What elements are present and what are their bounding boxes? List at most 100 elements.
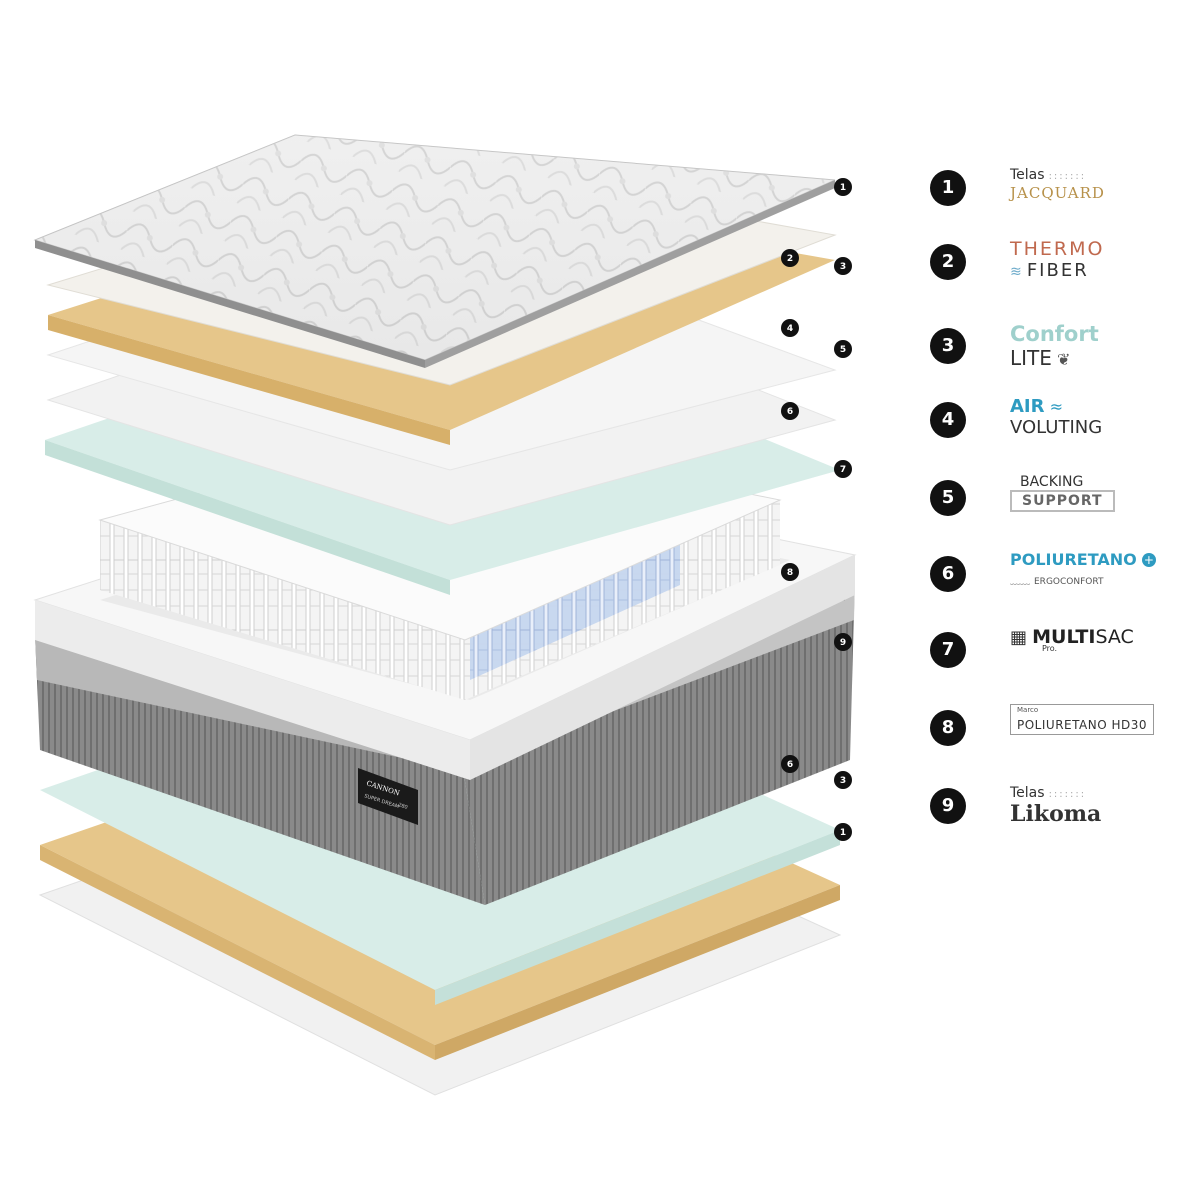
legend-7-line2: Pro.	[1042, 644, 1058, 653]
layer-marker-dot	[781, 563, 799, 581]
marco-hd30-logo: Marco POLIURETANO HD30	[1010, 704, 1190, 735]
layer-marker-label: 3	[840, 776, 846, 786]
plus-circle-icon: +	[1141, 553, 1156, 567]
layer-marker-label: 8	[787, 568, 793, 578]
legend-item-2: 2 THERMO ≋ FIBER	[930, 238, 1190, 302]
jacquard-cover-edge	[35, 240, 425, 368]
layer-marker-12: 1	[834, 823, 852, 841]
legend-item-6: 6 POLIURETANO + ﹏﹏ ERGOCONFORT	[930, 550, 1190, 614]
layer-marker-label: 4	[787, 324, 793, 334]
feather-icon: ❦	[1057, 350, 1071, 369]
legend-5-line1: BACKING	[1020, 474, 1084, 490]
air-voluting-logo: AIR ≈ VOLUTING	[1010, 396, 1190, 438]
legend-number-5: 5	[930, 480, 966, 516]
layer-marker-dot	[834, 460, 852, 478]
cover-shine	[35, 135, 835, 360]
wind-icon: ≈	[1049, 397, 1063, 416]
confort-lite-logo: Confort LITE ❦	[1010, 322, 1190, 370]
layer-marker-5: 5	[834, 340, 852, 358]
thermo-fiber-logo: THERMO ≋ FIBER	[1010, 238, 1190, 281]
layer-marker-1: 1	[834, 178, 852, 196]
brand-label: CANNON SUPER DREAM 280	[358, 768, 418, 825]
layer-marker-2: 2	[781, 249, 799, 267]
legend-4-line2: VOLUTING	[1010, 417, 1103, 438]
layer-marker-9: 9	[834, 633, 852, 651]
legend-2-line2: FIBER	[1026, 260, 1089, 281]
legend-1-line2: JACQUARD	[1010, 184, 1105, 202]
heat-waves-icon: ≋	[1010, 264, 1022, 280]
legend-number-7: 7	[930, 632, 966, 668]
foam-frame-front	[35, 600, 470, 780]
layer-marker-label: 3	[840, 262, 846, 272]
layer-marker-label: 2	[787, 254, 793, 264]
layer-marker-dot	[834, 823, 852, 841]
legend-3-line2: LITE	[1010, 346, 1052, 370]
marco-box: Marco POLIURETANO HD30	[1010, 704, 1154, 735]
legend-number-9: 9	[930, 788, 966, 824]
legend-1-line1: Telas	[1010, 167, 1045, 183]
legend-item-1: 1 Telas::::::: JACQUARD	[930, 167, 1190, 228]
foam-wave-icon: ﹏﹏	[1010, 576, 1030, 587]
legend-number-2: 2	[930, 244, 966, 280]
legend-number-6: 6	[930, 556, 966, 592]
legend-6-line1: POLIURETANO	[1010, 550, 1137, 569]
legend-9-line1: Telas	[1010, 785, 1045, 801]
layer-marker-8: 8	[781, 563, 799, 581]
dotted-pattern-icon: :::::::	[1048, 171, 1087, 182]
legend-item-5: 5 BACKING SUPPORT	[930, 474, 1190, 538]
legend-3-line1: Confort	[1010, 322, 1099, 346]
layer-marker-label: 5	[840, 345, 846, 355]
legend-8-line2: POLIURETANO HD30	[1017, 718, 1147, 732]
legend-5-line2: SUPPORT	[1010, 490, 1115, 512]
layer-marker-dot	[781, 249, 799, 267]
legend-7-line1b: SAC	[1095, 626, 1134, 648]
telas-jacquard-logo: Telas::::::: JACQUARD	[1010, 164, 1190, 202]
dotted-pattern-icon-2: :::::::	[1048, 789, 1087, 800]
legend-number-3: 3	[930, 328, 966, 364]
legend-number-1: 1	[930, 170, 966, 206]
layer-marker-label: 9	[840, 638, 846, 648]
jacquard-cover-edge-right	[425, 180, 835, 368]
legend-item-3: 3 Confort LITE ❦	[930, 322, 1190, 386]
legend-2-line1: THERMO	[1010, 238, 1105, 260]
legend-8-line1: Marco	[1017, 706, 1039, 714]
legend-9-line2: Likoma	[1010, 801, 1102, 827]
layer-marker-6: 6	[781, 402, 799, 420]
layer-marker-dot	[781, 319, 799, 337]
poliuretano-logo: POLIURETANO + ﹏﹏ ERGOCONFORT	[1010, 550, 1190, 588]
bottom-mint-foam-front	[435, 830, 840, 1005]
layer-marker-dot	[834, 257, 852, 275]
legend-7-line1: MULTI	[1032, 626, 1096, 648]
legend-item-7: 7 ▦ MULTISAC Pro.	[930, 626, 1190, 690]
layer-marker-dot	[781, 755, 799, 773]
spring-coil-icon: ▦	[1010, 627, 1028, 648]
layer-marker-dot	[781, 402, 799, 420]
brand-label-size: 280	[397, 802, 408, 811]
multisac-logo: ▦ MULTISAC Pro.	[1010, 626, 1190, 653]
legend-item-4: 4 AIR ≈ VOLUTING	[930, 396, 1190, 460]
foam-frame-right	[470, 555, 855, 780]
layer-marker-label: 1	[840, 828, 846, 838]
legend-number-4: 4	[930, 402, 966, 438]
layer-marker-10: 6	[781, 755, 799, 773]
legend-item-8: 8 Marco POLIURETANO HD30	[930, 704, 1190, 768]
layer-marker-dot	[834, 771, 852, 789]
layer-marker-7: 7	[834, 460, 852, 478]
layer-marker-4: 4	[781, 319, 799, 337]
layer-marker-dot	[834, 340, 852, 358]
legend-item-9: 9 Telas::::::: Likoma	[930, 785, 1190, 846]
legend-4-line1: AIR	[1010, 396, 1045, 417]
layer-markers: 1 2 3 4 5 6 7 8 9 6 3 1	[781, 178, 852, 841]
layer-marker-dot	[834, 633, 852, 651]
mint-foam-layer-front	[45, 440, 450, 595]
bottom-gold-foam-side	[40, 845, 435, 1060]
layer-marker-11: 3	[834, 771, 852, 789]
legend-number-8: 8	[930, 710, 966, 746]
legend-6-line2: ERGOCONFORT	[1034, 577, 1104, 587]
bottom-gold-foam-front	[435, 885, 840, 1060]
layer-marker-3: 3	[834, 257, 852, 275]
layer-marker-label: 6	[787, 407, 793, 417]
gold-foam-layer-front	[48, 315, 450, 445]
telas-likoma-logo: Telas::::::: Likoma	[1010, 782, 1190, 827]
